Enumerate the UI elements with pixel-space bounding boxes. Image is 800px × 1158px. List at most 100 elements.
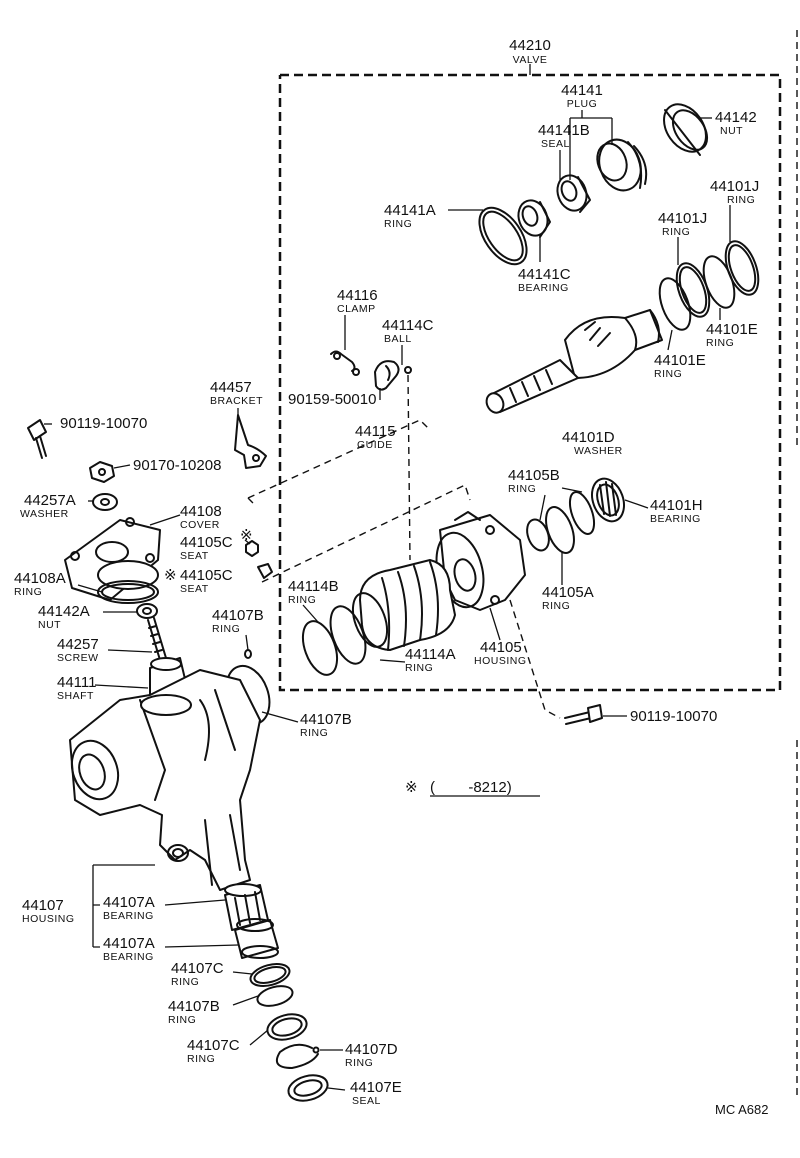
part-number: 44101E (654, 352, 706, 369)
label-44105C-1: 44105C ※ SEAT (180, 527, 253, 562)
label-44107: 44107 HOUSING (22, 897, 74, 925)
label-44107B-top: 44107B RING (212, 607, 264, 635)
label-44105A: 44105A RING (542, 584, 594, 612)
clamp-44116-drawing (330, 350, 360, 376)
note-text: ( -8212) (430, 779, 512, 796)
part-number: 44257A (24, 492, 76, 509)
part-number: 44107E (350, 1079, 402, 1096)
part-name: RING (300, 727, 328, 739)
control-valve-shaft-drawing (485, 309, 663, 414)
part-number: 44142A (38, 603, 90, 620)
part-number: 44142 (715, 109, 757, 126)
part-name: CLAMP (337, 303, 376, 315)
label-44114C: 44114C BALL (382, 317, 434, 345)
ring-44105A-drawing (545, 506, 575, 554)
bolt-90119-bottom-drawing (564, 704, 603, 725)
ring-44101E-right-drawing (702, 255, 736, 309)
washer-44257A-drawing (92, 493, 118, 511)
part-number: 44107C (171, 960, 224, 977)
part-number: 44457 (210, 379, 252, 396)
part-number: 44107 (22, 897, 64, 914)
label-44257: 44257 SCREW (57, 636, 99, 664)
label-44142A: 44142A NUT (38, 603, 90, 631)
label-44142: 44142 NUT (715, 109, 757, 137)
part-name: RING (508, 483, 536, 495)
plug-44141-drawing (596, 138, 648, 192)
label-44101H: 44101H BEARING (650, 497, 703, 525)
part-name: PLUG (567, 98, 598, 110)
label-44105: 44105 HOUSING (474, 639, 526, 667)
label-44107A-2: 44107A BEARING (103, 935, 155, 963)
label-44141B: 44141B SEAL (538, 122, 590, 150)
part-name: SEAL (352, 1095, 381, 1107)
ring-44107B-low-drawing (256, 985, 294, 1007)
seat-44105C-1-drawing (245, 540, 259, 557)
ring-44101E-left-drawing (658, 277, 692, 331)
part-number: 90119-10070 (60, 415, 147, 432)
label-44107D: 44107D RING (345, 1041, 398, 1069)
part-number: 44114B (288, 578, 339, 595)
seal-44107E-drawing (287, 1074, 329, 1102)
part-name: RING (168, 1014, 196, 1026)
part-number: 44115 (355, 423, 396, 440)
label-44457: 44457 BRACKET (210, 379, 263, 407)
part-name: BEARING (103, 910, 154, 922)
part-name: RING (187, 1053, 215, 1065)
part-name: SEAT (180, 550, 209, 562)
part-name: NUT (720, 125, 743, 137)
ring-44107C-1-drawing (249, 963, 291, 987)
guide-44115-drawing (374, 360, 400, 391)
part-number: 44101E (706, 321, 758, 338)
seat-44105C-2-drawing (257, 563, 273, 579)
nut-44142A-drawing (136, 603, 158, 619)
part-number: 44111 (57, 674, 97, 691)
part-name: BALL (384, 333, 412, 345)
part-number: 44141A (384, 202, 436, 219)
label-44105B: 44105B RING (508, 467, 560, 495)
revision-mark: ※ (164, 567, 177, 584)
bearing-44101H-drawing (591, 477, 625, 523)
label-44107C-2: 44107C RING (187, 1037, 240, 1065)
part-number: 44105B (508, 467, 560, 484)
part-name: RING (706, 337, 734, 349)
label-44101J-outer: 44101J RING (710, 178, 759, 206)
part-name: BEARING (103, 951, 154, 963)
part-name: SEAL (541, 138, 570, 150)
label-44105C-2: ※ 44105C SEAT (164, 567, 233, 595)
label-90119-10070-bottom: 90119-10070 (630, 708, 717, 725)
part-number: 44107B (212, 607, 264, 624)
part-number: 44210 (509, 37, 551, 54)
part-name: COVER (180, 519, 220, 531)
cover-44108-drawing (64, 517, 161, 601)
part-number: 44107B (168, 998, 220, 1015)
part-number: 44141C (518, 266, 571, 283)
part-number: 44107D (345, 1041, 398, 1058)
piston-drawing (351, 559, 456, 651)
part-number: 44107A (103, 894, 155, 911)
part-name: RING (345, 1057, 373, 1069)
label-44114B: 44114B RING (288, 578, 339, 606)
part-number: 44101D (562, 429, 615, 446)
leader-lines (44, 110, 731, 1091)
label-44107A-1: 44107A BEARING (103, 894, 155, 922)
part-number: 44105C (180, 534, 233, 551)
bearing-44141C-drawing (517, 199, 551, 238)
ring-44107D-drawing (276, 1043, 320, 1069)
part-name: RING (654, 368, 682, 380)
production-date-note: ※ ( -8212) (405, 779, 512, 796)
washer-44101D-drawing (568, 491, 596, 535)
label-44101D: 44101D WASHER (562, 429, 622, 457)
label-44141C: 44141C BEARING (518, 266, 571, 294)
label-44107E: 44107E SEAL (350, 1079, 402, 1107)
part-number: 44101J (710, 178, 759, 195)
label-44101E-left: 44101E RING (654, 352, 706, 380)
revision-mark: ※ (240, 527, 253, 544)
illustration-code: MC A682 (715, 1102, 768, 1117)
ring-44141A-drawing (478, 206, 528, 266)
label-44107B-mid: 44107B RING (300, 711, 352, 739)
seal-44141B-drawing (556, 174, 591, 213)
screw-44257-drawing (147, 617, 167, 661)
part-number: 44114A (405, 646, 456, 663)
part-name: RING (384, 218, 412, 230)
label-44101J-inner: 44101J RING (658, 210, 707, 238)
